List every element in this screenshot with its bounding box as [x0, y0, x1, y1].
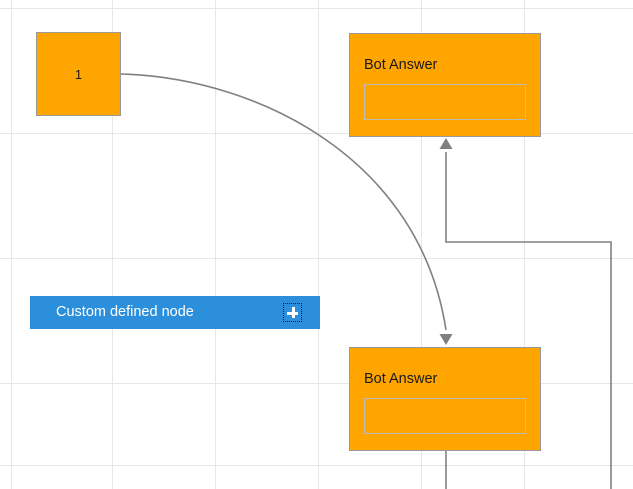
start-node-label: 1 [74, 66, 83, 82]
plus-icon[interactable] [283, 303, 302, 322]
start-node[interactable]: 1 [36, 32, 121, 116]
bot-answer-message-slot[interactable] [364, 398, 526, 434]
bot-answer-message-slot[interactable] [364, 84, 526, 120]
bot-answer-title: Bot Answer [364, 371, 438, 387]
bot-answer-title: Bot Answer [364, 57, 438, 73]
bot-answer-node-bottom[interactable]: Bot Answer [349, 347, 541, 451]
custom-defined-node-label: Custom defined node [56, 304, 194, 321]
edge-bot-answer-bottom-to-top-arrowhead [439, 138, 453, 149]
custom-defined-node-bar[interactable]: Custom defined node [30, 296, 320, 329]
bot-answer-node-top[interactable]: Bot Answer [349, 33, 541, 137]
edge-start-to-bot-answer-bottom-arrowhead [439, 334, 453, 345]
